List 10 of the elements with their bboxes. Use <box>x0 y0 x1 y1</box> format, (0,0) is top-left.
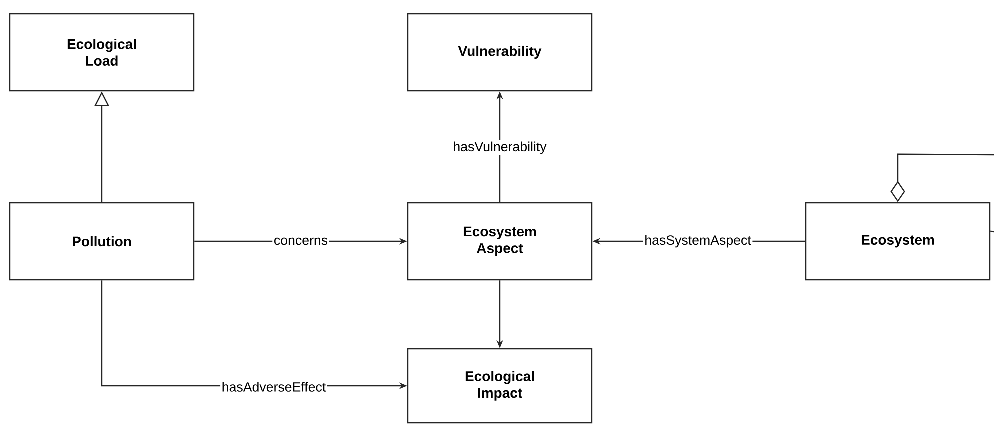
edge-label: hasSystemAspect <box>643 234 753 250</box>
class-box: Ecosystem Aspect <box>407 202 593 281</box>
class-box: Vulnerability <box>407 13 593 92</box>
class-box: Ecosystem <box>805 202 991 281</box>
class-box: Ecological Impact <box>407 348 593 424</box>
edge-label: hasAdverseEffect <box>220 380 328 394</box>
edge-label: hasVulnerability <box>452 140 548 156</box>
edge-label: concerns <box>272 236 330 246</box>
class-box: Ecological Load <box>9 13 195 92</box>
class-box: Pollution <box>9 202 195 281</box>
